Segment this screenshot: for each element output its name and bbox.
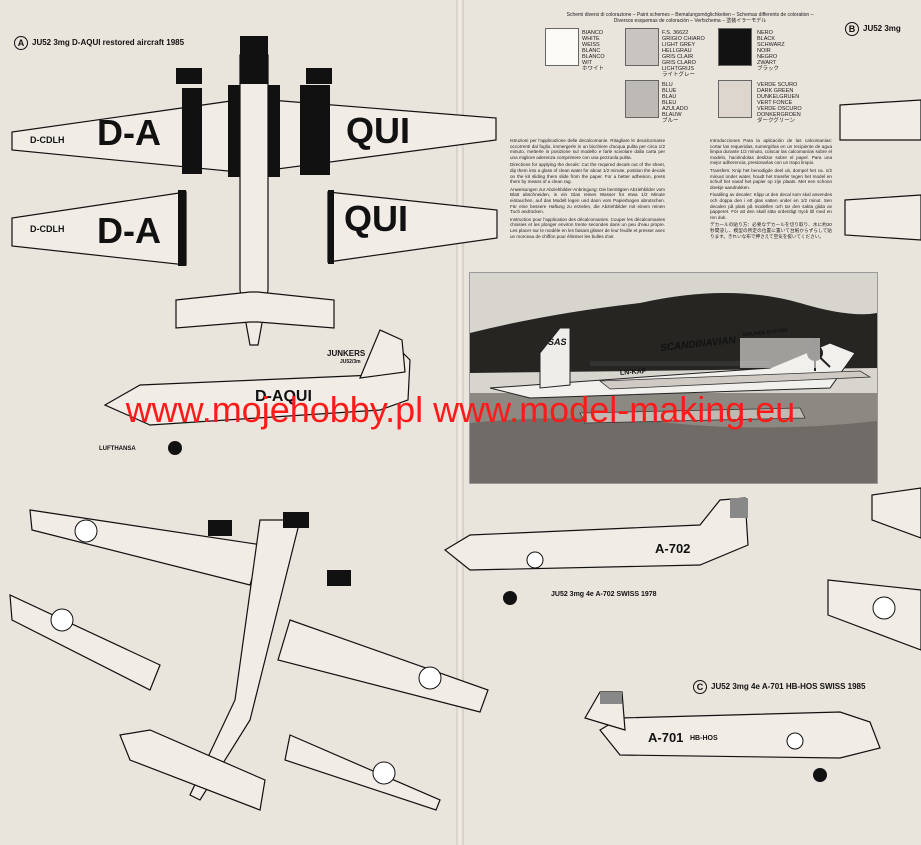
- photo-drawing: [470, 273, 877, 483]
- a-fuselage-side: [103, 349, 411, 426]
- swiss-right-wing-2: [284, 734, 441, 811]
- instructions-left-column: Istruzioni per l'applicazione delle deca…: [510, 138, 665, 246]
- marking-wing-left-upper: D-A: [97, 112, 161, 153]
- instruction-de: Anweisungen zur Abziehbilder-Anbringung:…: [510, 186, 665, 215]
- scheme-c-circle: C: [693, 680, 707, 694]
- marking-junkers-sub: JU52/3m: [340, 359, 361, 365]
- instruction-nl: Transfers: Knip het benodigde deel uit, …: [710, 167, 832, 190]
- label-white: BIANCO WHITE WEISS BLANC BLANCO WIT ホワイト: [582, 30, 605, 72]
- instruction-es: Introducciones Para la aplicación de las…: [710, 138, 832, 166]
- historic-photo: SCANDINAVIAN AIRLINES SYSTEM SAS LN-KAF: [469, 272, 878, 484]
- instruction-jp: デカールの貼り方：必要なデカールを切り取り、水に約30秒間浸し、模型の所定の位置…: [710, 222, 832, 239]
- marking-small-reg-2: D-CDLH: [30, 224, 65, 234]
- swiss-tailplane: [119, 729, 266, 811]
- swatch-white: [545, 28, 579, 66]
- swiss-lower-wing: [9, 594, 161, 691]
- a-tailplane: [175, 291, 335, 329]
- swatch-blue: [625, 80, 659, 118]
- instructions-right-column: Introducciones Para la aplicación de las…: [710, 138, 832, 246]
- b-wing-1: [839, 99, 921, 141]
- marking-lufthansa: LUFTHANSA: [99, 446, 136, 452]
- swiss-crosses: [50, 519, 896, 785]
- label-light-grey: F.S. 36622 GRIGIO CHIARO LIGHT GREY HELL…: [662, 30, 705, 78]
- swatch-dark-green: [718, 80, 752, 118]
- paint-schemes-heading: Schemi diversi di colorazione – Paint sc…: [566, 12, 814, 24]
- a-fin: [359, 329, 406, 379]
- instruction-en: Directions for applying the decals: Cut …: [510, 162, 665, 185]
- marking-wing-right-lower: QUI: [344, 198, 409, 239]
- a702-fuselage: [443, 497, 749, 571]
- photo-sas-logo: SAS: [548, 337, 567, 347]
- label-dark-green: VERDE SCURO DARK GREEN DUNKELGRUEN VERT …: [757, 82, 802, 124]
- scheme-a-circle: A: [14, 36, 28, 50]
- instruction-fr: Instruction pour l'application des décal…: [510, 216, 665, 239]
- marking-junkers: JUNKERS: [327, 349, 366, 358]
- swatch-black: [718, 28, 752, 66]
- b-wing-3: [871, 487, 921, 539]
- marking-wing-left-lower: D-A: [97, 210, 161, 251]
- scheme-d-header: JU52 3mg 4e A-702 SWISS 1978: [551, 591, 657, 598]
- marking-hbhos: HB-HOS: [690, 735, 718, 742]
- swiss-wing-right: [277, 619, 489, 713]
- label-blue: BLU BLUE BLAU BLEU AZULADO BLAUW ブルー: [662, 82, 688, 124]
- instruction-it: Istruzioni per l'applicazione delle deca…: [510, 138, 665, 160]
- swatch-light-grey: [625, 28, 659, 66]
- instruction-pt: Fixatiling av decaler: Klipp ut den deca…: [710, 192, 832, 220]
- marking-a702: A-702: [655, 541, 691, 556]
- label-black: NERO BLACK SCHWARZ NOIR NEGRO ZWART ブラック: [757, 30, 785, 72]
- page-fold: [456, 0, 464, 845]
- b-wing-4: [827, 579, 921, 651]
- watermark: www.mojehobby.pl www.model-making.eu: [125, 389, 796, 430]
- marking-fuselage-reg: D-AQUI: [255, 388, 312, 405]
- marking-wing-right-upper: QUI: [346, 110, 411, 151]
- marking-small-reg-1: D-CDLH: [30, 135, 65, 145]
- marking-a701: A-701: [648, 730, 684, 745]
- b-wing-2: [844, 194, 921, 241]
- scheme-b-circle: B: [845, 22, 859, 36]
- a701-fuselage: [599, 711, 881, 759]
